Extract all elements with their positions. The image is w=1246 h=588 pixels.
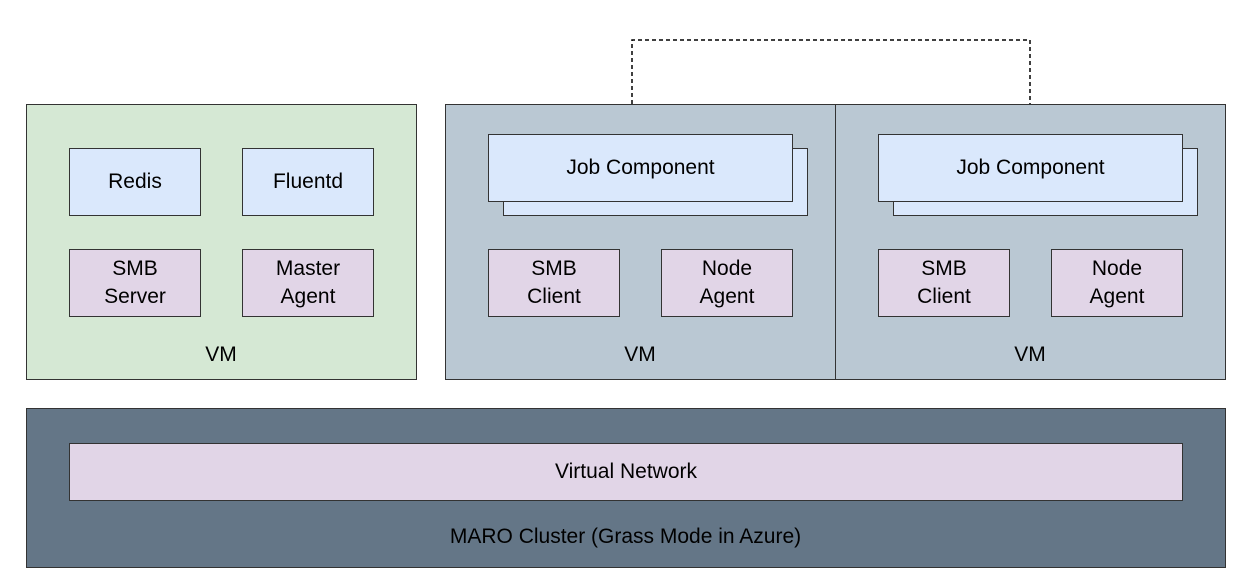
vm-label: VM — [624, 343, 656, 366]
job-component: Job Component — [488, 134, 793, 202]
cluster-label: MARO Cluster (Grass Mode in Azure) — [449, 525, 802, 548]
maro-cluster: Virtual Network MARO Cluster (Grass Mode… — [26, 408, 1226, 568]
smb-server-component: SMB Server — [69, 249, 201, 317]
job-component: Job Component — [878, 134, 1183, 202]
node-agent-component: Node Agent — [1051, 249, 1183, 317]
vm-label: VM — [1014, 343, 1046, 366]
virtual-network: Virtual Network — [69, 443, 1183, 501]
master-vm: Redis Fluentd SMB Server Master Agent VM — [26, 104, 417, 380]
fluentd-component: Fluentd — [242, 148, 374, 216]
smb-client-component: SMB Client — [488, 249, 620, 317]
node-agent-component: Node Agent — [661, 249, 793, 317]
worker-vm: Job Component SMB Client Node Agent VM — [835, 104, 1226, 380]
worker-vm: Job Component SMB Client Node Agent VM — [445, 104, 836, 380]
master-agent-component: Master Agent — [242, 249, 374, 317]
vm-label: VM — [205, 343, 237, 366]
smb-client-component: SMB Client — [878, 249, 1010, 317]
redis-component: Redis — [69, 148, 201, 216]
